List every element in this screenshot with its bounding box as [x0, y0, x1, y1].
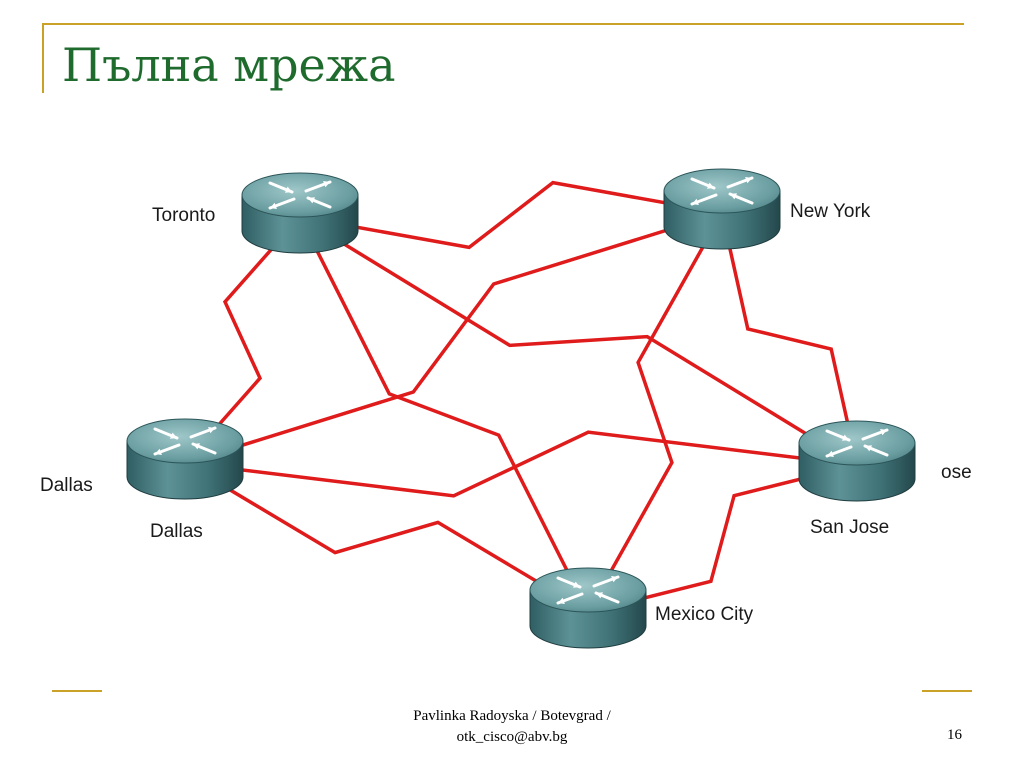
- footer-rule-left: [52, 690, 102, 692]
- router-icon: [241, 172, 359, 254]
- title-frame-top-line: [42, 23, 964, 25]
- footer-rule-right: [922, 690, 972, 692]
- ghost-label-left: Dallas: [40, 475, 93, 496]
- footer-author: Pavlinka Radoyska / Botevgrad / otk_cisc…: [362, 706, 662, 748]
- router-label-mexico-city: Mexico City: [655, 604, 754, 625]
- router-label-new-york: New York: [790, 201, 871, 222]
- link-new-york-san-jose: [720, 212, 859, 466]
- router-label-toronto: Toronto: [152, 205, 215, 226]
- link-dallas-san-jose: [184, 430, 858, 498]
- router-icon: [663, 168, 781, 250]
- footer-author-line-1: Pavlinka Radoyska / Botevgrad /: [413, 708, 611, 724]
- link-dallas-mexico-city: [184, 461, 589, 614]
- slide-number: 16: [947, 727, 962, 743]
- router-icon: [798, 420, 916, 502]
- routers: [126, 168, 916, 649]
- link-toronto-dallas: [183, 215, 302, 465]
- link-new-york-mexico-city: [586, 212, 724, 613]
- router-icon: [529, 567, 647, 649]
- ghost-label-right: ose: [941, 462, 972, 483]
- router-label-san-jose: San Jose: [810, 517, 889, 538]
- link-toronto-new-york: [299, 180, 723, 250]
- router-label-dallas: Dallas: [150, 521, 203, 542]
- link-new-york-dallas: [184, 211, 723, 465]
- footer-author-line-2: otk_cisco@abv.bg: [456, 729, 568, 745]
- link-san-jose-mexico-city: [587, 463, 858, 614]
- link-toronto-mexico-city: [298, 216, 590, 613]
- title-frame-left-line: [42, 23, 44, 93]
- wan-links: [183, 180, 859, 614]
- slide-title: Пълна мрежа: [62, 38, 396, 92]
- router-icon: [126, 418, 244, 500]
- link-toronto-san-jose: [299, 215, 858, 467]
